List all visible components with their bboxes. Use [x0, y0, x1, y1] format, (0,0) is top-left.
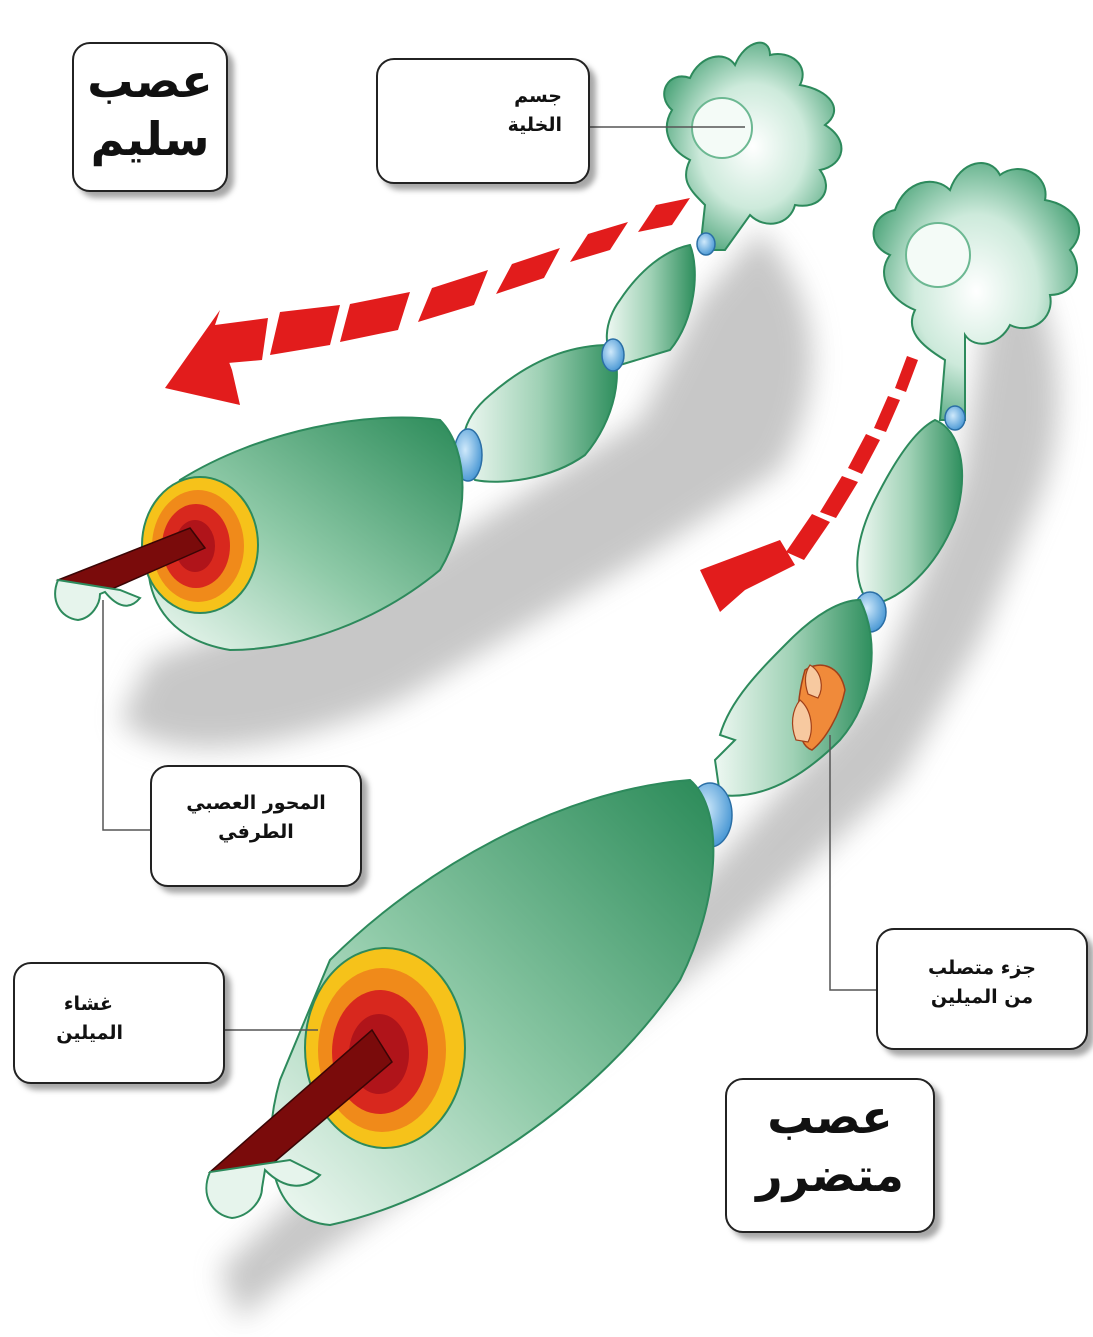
hardened-myelin-line1: جزء متصلب	[878, 954, 1086, 983]
healthy-cell-body	[664, 43, 841, 250]
damaged-node	[945, 406, 965, 430]
axon-terminal-line1: المحور العصبي	[152, 789, 360, 818]
cell-body-line1: جسم	[378, 82, 562, 111]
myelin-sheath-label: غشاء الميلين	[13, 962, 225, 1084]
healthy-nerve-label: عصب سليم	[72, 42, 228, 192]
healthy-node	[697, 233, 715, 255]
damaged-nucleus	[906, 223, 970, 287]
hardened-myelin-label: جزء متصلب من الميلين	[876, 928, 1088, 1050]
damaged-nerve-line2: متضرر	[727, 1146, 933, 1204]
healthy-node	[602, 339, 624, 371]
hardened-myelin-line2: من الميلين	[878, 983, 1086, 1012]
healthy-nerve-line2: سليم	[74, 110, 226, 168]
axon-terminal-label: المحور العصبي الطرفي	[150, 765, 362, 887]
cell-body-line2: الخلية	[378, 111, 562, 140]
myelin-sheath-line2: الميلين	[15, 1019, 223, 1048]
cell-body-label: جسم الخلية	[376, 58, 590, 184]
healthy-nerve-line1: عصب	[74, 52, 226, 110]
damaged-nerve-line1: عصب	[727, 1088, 933, 1146]
damaged-nerve-label: عصب متضرر	[725, 1078, 935, 1233]
myelin-sheath-line1: غشاء	[15, 990, 223, 1019]
axon-terminal-line2: الطرفي	[152, 818, 360, 847]
healthy-nucleus	[692, 98, 752, 158]
